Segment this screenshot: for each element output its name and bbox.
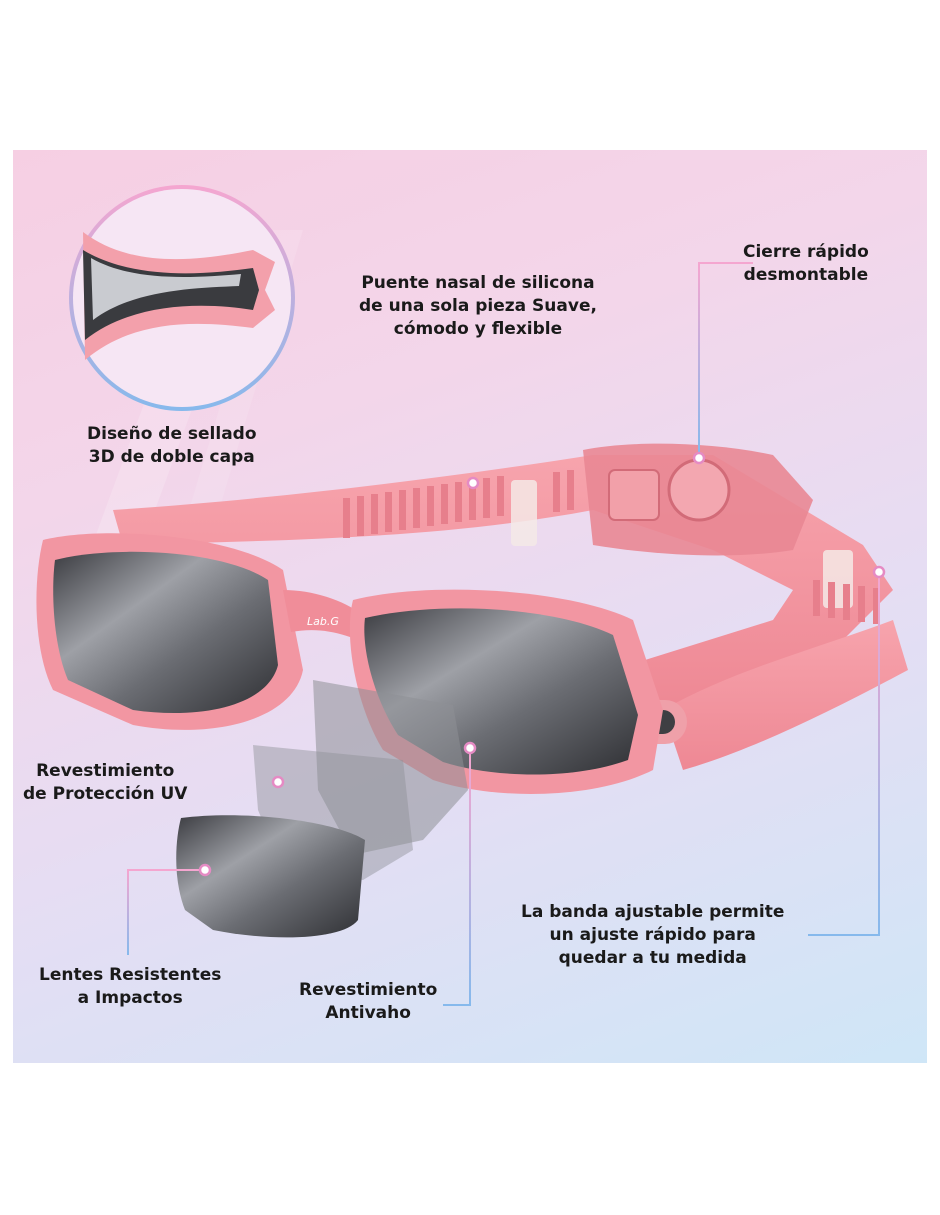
band-dot	[872, 565, 886, 579]
quick-release-label: Cierre rápido desmontable	[743, 242, 869, 285]
antifog-dot	[463, 741, 477, 755]
goggles-illustration: Lab.G	[36, 185, 908, 1006]
brand-logo: Lab.G	[307, 615, 339, 628]
seal-label: Diseño de sellado 3D de doble capa	[87, 424, 257, 467]
buckle-dot	[692, 451, 706, 465]
impact-dot	[198, 863, 212, 877]
nose-bridge-dot	[466, 476, 480, 490]
nose-bridge-label: Puente nasal de silicona de una sola pie…	[359, 273, 597, 339]
adjustable-strap-ribs	[343, 470, 574, 538]
impact-lens-layer	[176, 815, 365, 938]
adjustable-band-label: La banda ajustable permite un ajuste ráp…	[521, 902, 785, 968]
antifog-layer	[313, 680, 468, 855]
uv-dot	[271, 775, 285, 789]
seal-detail-circle	[69, 185, 295, 411]
antifog-label: Revestimiento Antivaho	[299, 980, 438, 1023]
impact-lens-label: Lentes Resistentes a Impactos	[39, 965, 222, 1008]
uv-coating-label: Revestimiento de Protección UV	[23, 761, 188, 804]
product-image-panel: Lab.G Diseño de sellado 3D de doble capa…	[13, 150, 927, 1063]
left-lens-frame	[36, 533, 303, 730]
